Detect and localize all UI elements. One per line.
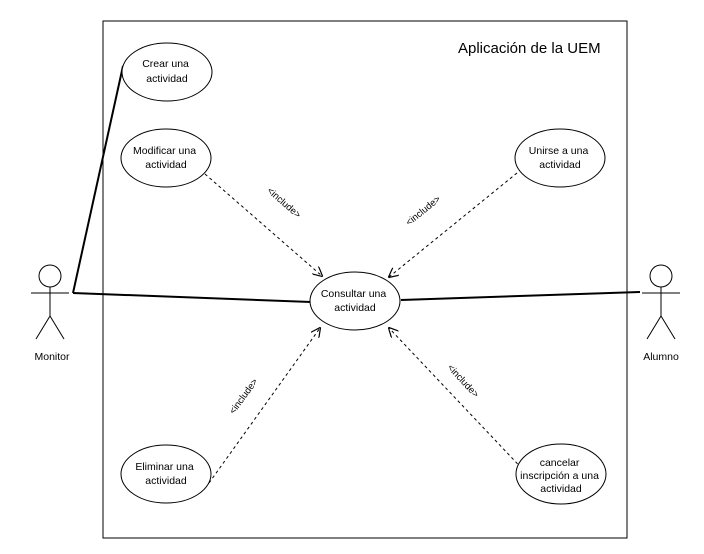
include-modificar-consultar <box>204 173 322 276</box>
association-monitor-consultar <box>72 292 312 303</box>
use-case-modificar-actividad[interactable]: Modificar una actividad <box>120 128 212 188</box>
use-case-crear-line1: Crear una <box>142 58 189 70</box>
use-case-consultar-actividad[interactable]: Consultar una actividad <box>309 271 401 331</box>
use-case-consultar-line1: Consultar una <box>321 288 387 300</box>
include-label-eliminar: <include> <box>227 376 260 416</box>
use-case-unirse-line2: actividad <box>539 159 581 171</box>
use-case-cancelar-line3: actividad <box>540 483 582 495</box>
include-label-unirse: <include> <box>404 194 443 229</box>
use-case-eliminar-actividad[interactable]: Eliminar una actividad <box>120 444 212 504</box>
use-case-cancelar-inscripcion[interactable]: cancelar inscripción a una actividad <box>515 443 607 505</box>
svg-text:Unirse a una actividad: Unirse a una actividad <box>529 145 591 171</box>
include-label-modificar: <include> <box>264 185 303 221</box>
use-case-unirse-actividad[interactable]: Unirse a una actividad <box>514 128 606 188</box>
actor-alumno-head <box>649 264 673 288</box>
use-case-consultar-line2: actividad <box>334 302 376 314</box>
svg-text:Eliminar una actividad: Eliminar una actividad <box>135 461 196 487</box>
association-alumno-consultar <box>400 291 641 301</box>
actor-monitor-label: Monitor <box>34 351 70 363</box>
include-cancelar-consultar <box>389 328 531 478</box>
actor-monitor[interactable] <box>31 264 69 340</box>
use-case-unirse-line1: Unirse a una <box>529 145 589 157</box>
use-case-modificar-line2: actividad <box>145 159 187 171</box>
use-case-crear-line2: actividad <box>146 73 188 85</box>
system-boundary <box>102 20 628 539</box>
include-eliminar-consultar <box>208 328 320 484</box>
include-label-cancelar: <include> <box>445 362 481 400</box>
use-case-cancelar-line2: inscripción a una <box>520 470 599 482</box>
use-case-eliminar-line2: actividad <box>145 475 187 487</box>
use-case-modificar-line1: Modificar una <box>133 145 196 157</box>
actor-monitor-head <box>38 264 62 288</box>
svg-text:Consultar una actividad: Consultar una actividad <box>321 288 389 314</box>
system-title: Aplicación de la UEM <box>458 40 601 57</box>
actor-alumno[interactable] <box>642 264 680 340</box>
svg-text:cancelar inscripción a u: cancelar inscripción a una actividad <box>520 457 602 495</box>
use-case-cancelar-line1: cancelar <box>540 457 580 469</box>
use-case-crear-actividad[interactable]: Crear una actividad <box>121 42 213 102</box>
use-case-eliminar-line1: Eliminar una <box>135 461 194 473</box>
svg-text:Crear una actividad: Crear una actividad <box>142 58 192 85</box>
svg-text:Modificar una actividad: Modificar una actividad <box>133 145 199 171</box>
actor-alumno-label: Alumno <box>643 351 679 363</box>
association-monitor-crear <box>72 65 124 294</box>
